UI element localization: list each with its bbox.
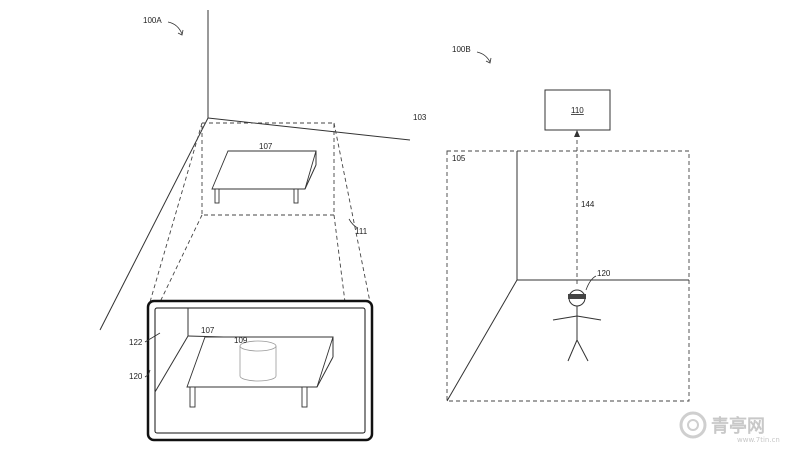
user-figure: [552, 289, 602, 362]
projection-line-bl: [159, 214, 203, 303]
figure-a-arrow: [167, 21, 183, 35]
figure-100a: 100A 103 111 107: [99, 10, 427, 442]
screen-room-floor: [154, 335, 189, 393]
figure-a-arrowhead: [177, 29, 184, 36]
watermark-text: 青亭网: [711, 415, 765, 437]
user-label-120: 120: [597, 269, 611, 278]
table-physical: 107: [211, 142, 317, 204]
screen-table-leg-left: [189, 386, 196, 408]
object-label-109: 109: [234, 336, 248, 345]
room-b-left-floor: [446, 279, 518, 402]
projection-line-br: [333, 214, 346, 303]
figure-100b: 100B 110 105 144 120: [446, 45, 690, 402]
link-arrowhead: [574, 130, 580, 137]
user-leader: [585, 275, 597, 291]
device-label-120: 120: [129, 372, 143, 381]
screen-table-leg-right: [301, 386, 308, 408]
frame-leader: [144, 332, 161, 343]
figure-b-arrow: [476, 51, 491, 63]
room-floor-edge: [207, 117, 411, 141]
box-110: [544, 89, 611, 131]
virtual-object-109: [239, 340, 277, 382]
room-105-boundary: [446, 150, 690, 402]
headset: [568, 294, 586, 299]
room-left-floor-edge: [99, 117, 209, 331]
watermark-logo-icon: [679, 411, 707, 439]
projection-label-111: 111: [355, 227, 368, 236]
watermark-logo-inner: [687, 419, 699, 431]
figure-b-title: 100B: [452, 45, 471, 54]
watermark-subtext: www.7tin.cn: [737, 436, 780, 444]
figure-b-arrowhead: [485, 57, 492, 64]
box-label-110: 110: [571, 106, 584, 115]
projection-line-tr: [333, 122, 371, 303]
capture-region: [201, 122, 335, 216]
screen-table-label-107: 107: [201, 326, 215, 335]
frame-label-122: 122: [129, 338, 143, 347]
device-screen: [154, 307, 366, 434]
figure-a-title: 100A: [143, 16, 162, 25]
link-label-144: 144: [581, 200, 595, 209]
display-device: 107 109: [146, 299, 374, 442]
room-label-105: 105: [452, 154, 466, 163]
projection-line-tl: [149, 122, 203, 303]
screen-table-side-edge: [316, 356, 334, 388]
watermark: 青亭网 www.7tin.cn: [679, 411, 780, 444]
projection-leader: [348, 218, 359, 229]
device-leader: [144, 369, 151, 378]
room-label-103: 103: [413, 113, 427, 122]
table-label-107: 107: [259, 142, 273, 151]
